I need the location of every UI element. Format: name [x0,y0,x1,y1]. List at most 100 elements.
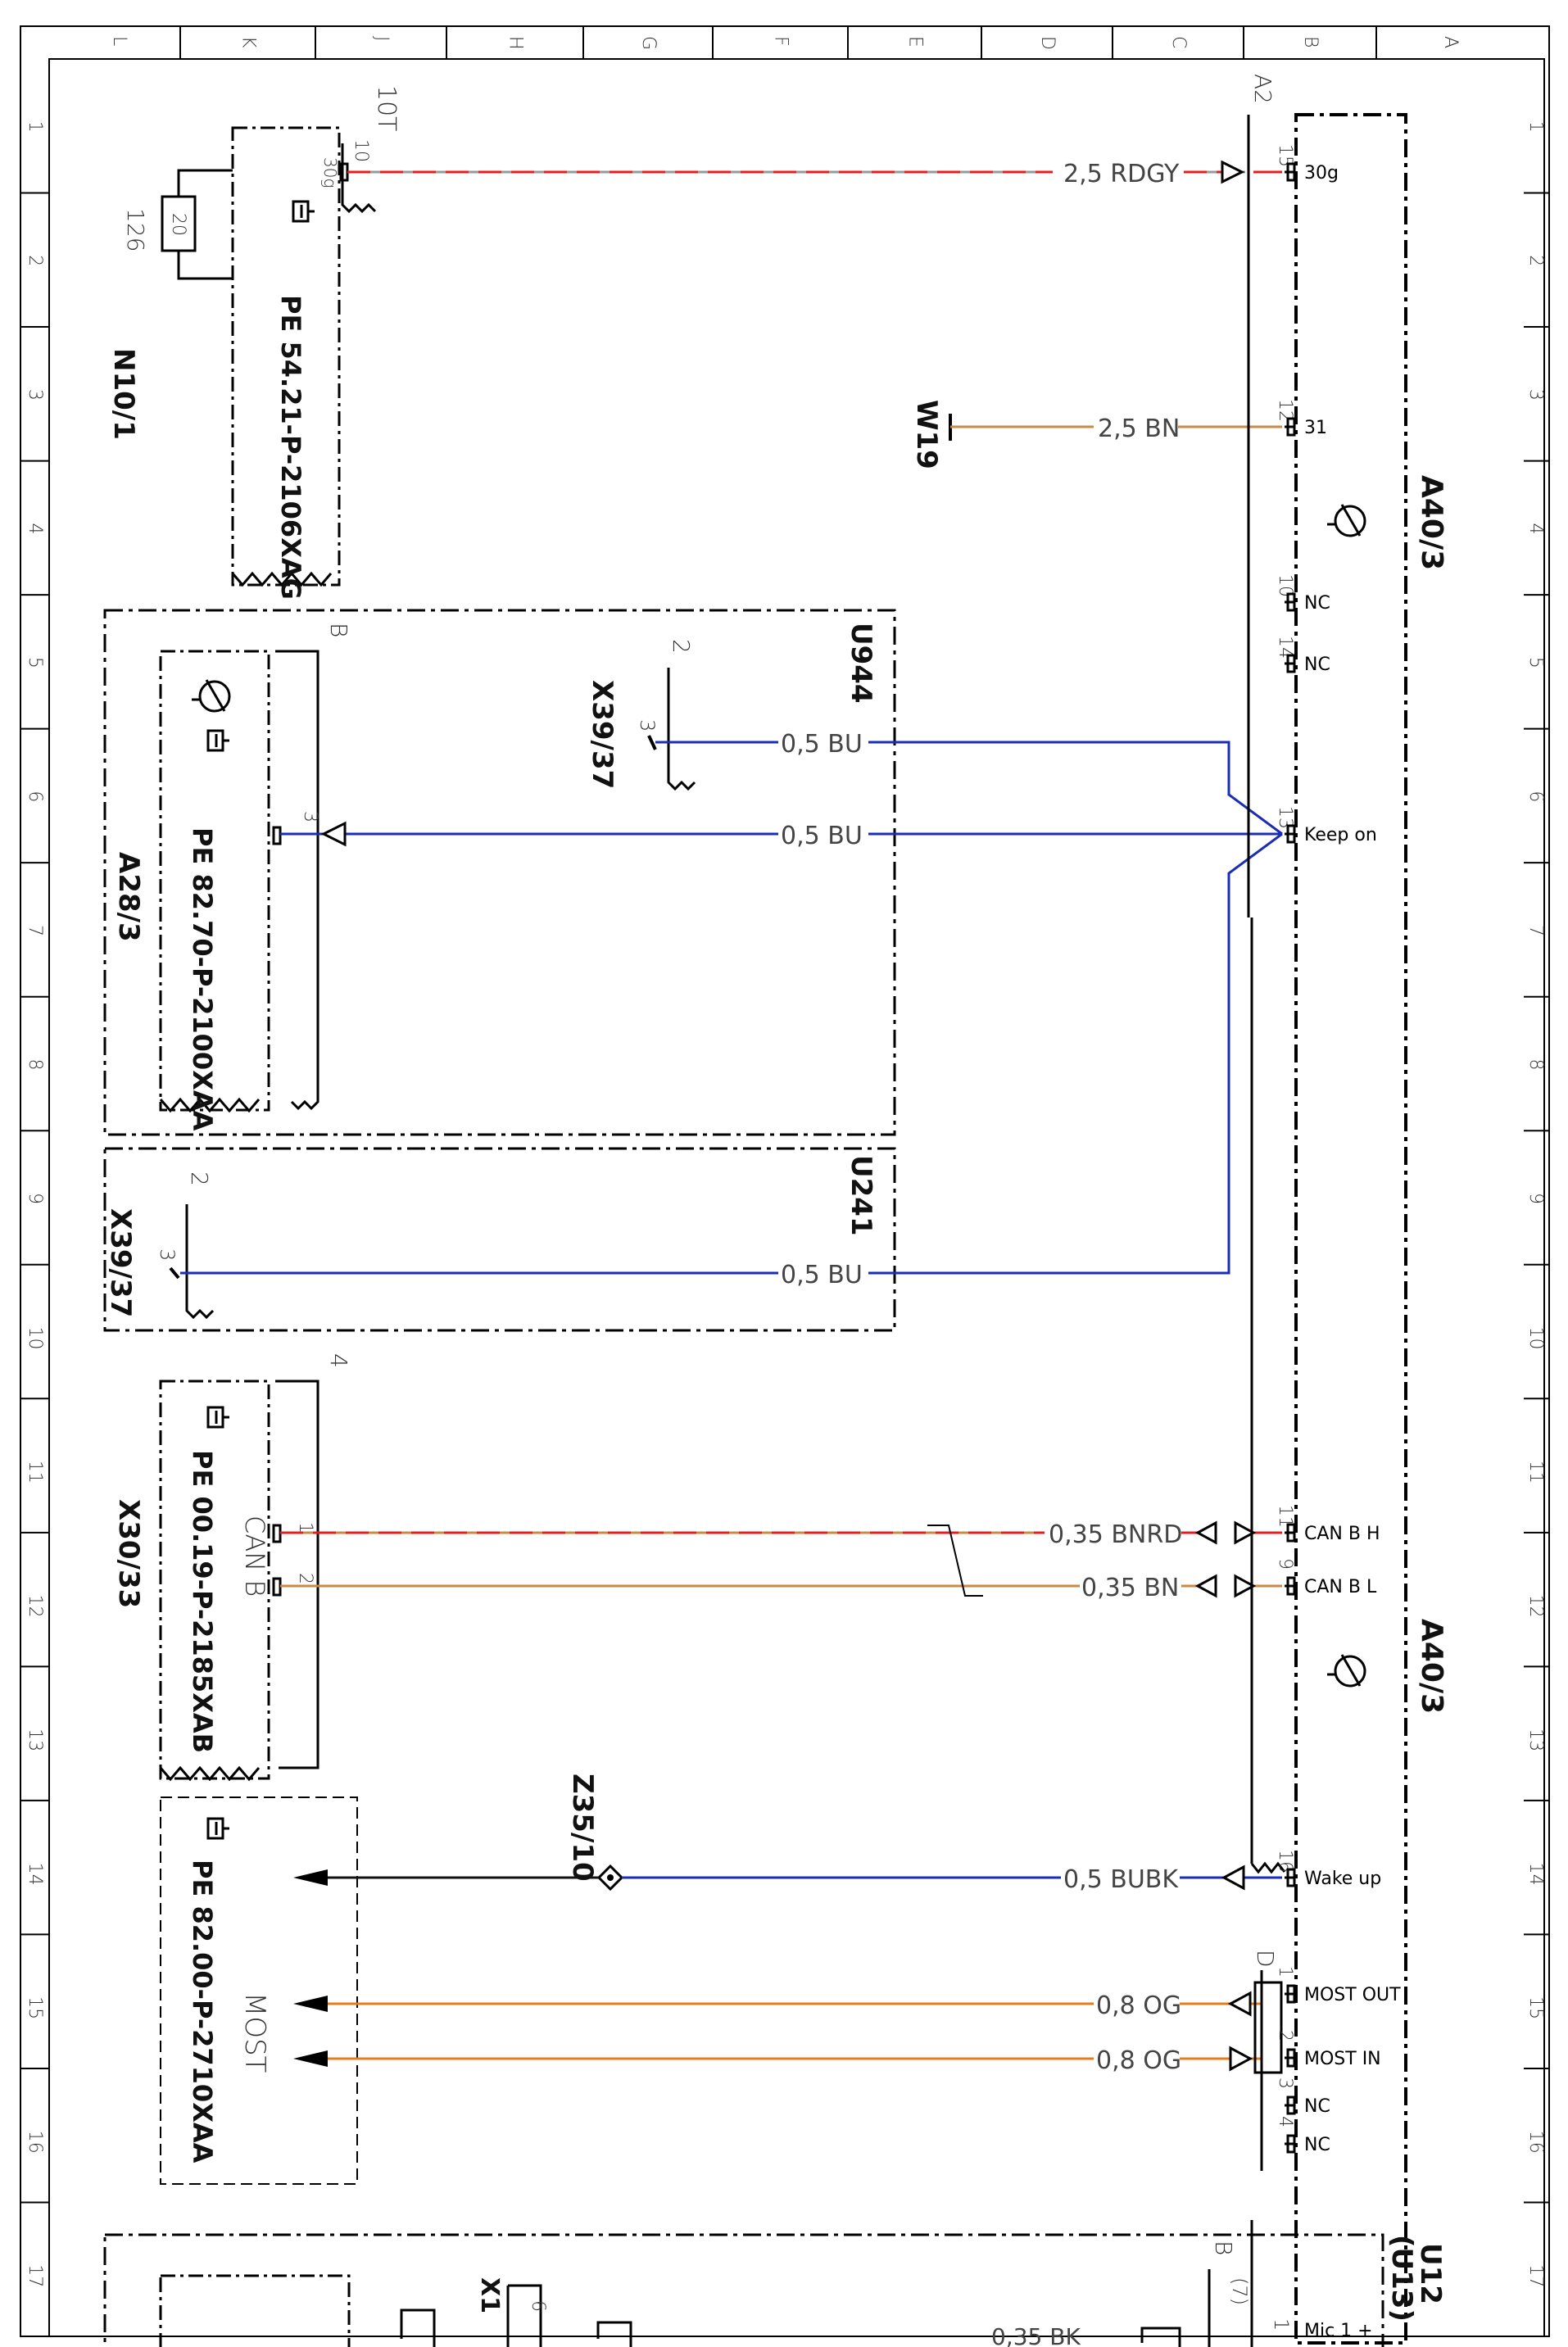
a40-3-pin-socket [1286,162,1296,182]
a40-3-module-icon [1327,504,1366,537]
n10-1-module: N10/1 PE 54.21-P-2106XAG 20 126 10T 10 3… [107,85,401,600]
a40-3-pin-socket [1286,1984,1296,2004]
row-marker-left: 7 [25,925,45,936]
u12-alt-label: (U13) [1385,2235,1418,2322]
twisted-pair-mark [927,1525,983,1597]
wire-0-8-og-in-label: 0,8 OG [1096,2046,1181,2075]
row-marker-left: 2 [25,255,45,266]
row-marker-left: 3 [25,389,45,401]
w19-ground: W19 [910,400,952,469]
a40-3-pin-name: NC [1304,655,1330,675]
a28-3-pin-socket [272,826,282,845]
a28-3-pin-label: 3 [300,811,320,822]
row-marker-left: 1 [25,121,45,133]
row-marker-right: 14 [1525,1863,1546,1886]
row-marker-left: 12 [25,1595,45,1618]
w19-label: W19 [910,400,943,469]
most-reference: PE 82.00-P-2710XAA [187,1860,218,2163]
row-marker-right: 3 [1525,389,1546,401]
a28-3-module-icon [192,679,231,713]
wire-0-5-bu-u241-label: 0,5 BU [781,1261,863,1289]
row-marker-left: 6 [25,791,45,802]
d-connector-label: D [1252,1950,1279,1968]
n10-1-break-mark [231,571,333,587]
a40-3-pin-name: CAN B H [1304,1524,1380,1544]
most-out-pin-arrow [1227,1991,1252,2017]
a40-3-dashed-box [1294,113,1407,2345]
n10-1-label: N10/1 [107,348,140,440]
row-marker-right: 4 [1525,523,1546,534]
a40-3-pin: 4NC [1275,2116,1330,2155]
x30-33-connector-label: 4 [325,1353,352,1368]
most-reference-icon [206,1817,229,1840]
a40-3-pin-socket [1286,1868,1296,1887]
a40-3-pin-name: CAN B L [1304,1577,1377,1597]
u12-pin-name: Mic 1 + [1304,2321,1373,2341]
a40-3-pin-socket [1286,654,1296,673]
row-marker-right: 13 [1525,1729,1546,1751]
most-module: PE 82.00-P-2710XAA MOST [160,1796,358,2185]
row-marker-right: 17 [1525,2264,1546,2287]
wake-up-pin-arrow [1221,1864,1245,1891]
a40-3-pin-name: Keep on [1304,825,1377,845]
row-marker-left: 8 [25,1058,45,1070]
row-marker-right: 2 [1525,255,1546,266]
x30-33-pin-2: 2 [295,1573,315,1584]
u12-dashed-box [103,2233,1384,2347]
row-marker-left: 4 [25,523,45,534]
can-b-label: CAN B [239,1516,270,1597]
u944-pin-mark [647,735,657,750]
u12-inner-element-3 [1140,2327,1181,2347]
row-marker-left: 14 [25,1863,45,1886]
row-marker-right: 5 [1525,657,1546,668]
a40-3-pin-name: NC [1304,593,1330,614]
a40-3-pin-socket [1286,2048,1296,2068]
u944-connector-outline [667,668,696,791]
a28-3-arrow [320,821,347,847]
z35-10-label: Z35/10 [566,1774,599,1882]
wire-0-5-bu-u944 [655,741,1283,836]
x1-label: X1 [475,2277,504,2313]
column-marker: C [1168,36,1189,48]
a40-3-pin-number: 2 [1275,2030,1295,2041]
a40-3-pin-name: 31 [1304,418,1327,438]
a28-3-connector-outline [275,650,319,1111]
row-marker-left: 5 [25,657,45,668]
a2-pin15-arrow [1221,160,1245,184]
a40-3-pin-name: NC [1304,2135,1330,2155]
u241-connector-label: X39/37 [104,1208,137,1317]
u944-box: U944 2 3 X39/37 [103,609,896,1136]
u241-dashed-box [103,1147,896,1332]
x30-33-reference: PE 00.19-P-2185XAB [187,1450,218,1753]
column-marker: D [1037,36,1058,50]
a28-3-module: B 3 PE 82.70-P-2100XAA A28/3 [112,623,352,1131]
u12-inner-box [159,2274,351,2347]
a40-3-module: A2 D A40/3 A40/3 1530g123110NC14NC13Keep… [1247,74,1448,2347]
row-marker-right: 8 [1525,1058,1546,1070]
u241-box: U241 2 3 X39/37 [103,1147,896,1332]
row-marker-left: 17 [25,2264,45,2287]
u944-connector-label: X39/37 [586,680,619,789]
row-marker-right: 11 [1525,1461,1546,1484]
x30-33-connector-outline [275,1380,319,1769]
u241-connector-pin: 3 [156,1248,179,1261]
x1-pin-label: 6 [528,2300,548,2312]
column-marker: K [238,36,259,48]
row-marker-left: 16 [25,2131,45,2154]
n10-1-reference: PE 54.21-P-2106XAG [275,295,306,600]
a40-3-pin-name: 30g [1304,163,1339,184]
x30-33-pin-1-socket [272,1524,282,1543]
row-marker-right: 7 [1525,925,1546,936]
a40-3-pin-socket [1286,1523,1296,1543]
column-marker: E [905,36,926,48]
row-marker-left: 15 [25,1996,45,2019]
a40-3-pin: 3NC [1275,2077,1330,2117]
z35-10-splice: Z35/10 [566,1774,624,1892]
